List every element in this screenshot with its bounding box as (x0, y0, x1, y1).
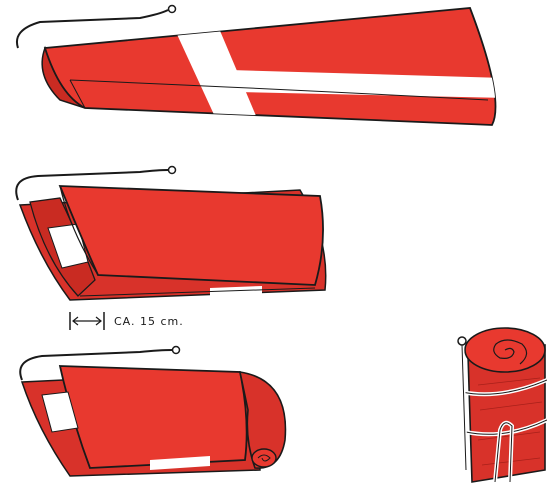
measurement-annotation: CA. 15 cm. (70, 312, 184, 330)
flag-front-layer (60, 186, 323, 285)
halyard-hook-icon (458, 337, 466, 345)
halyard-hook-icon (173, 347, 180, 354)
step-1-folded-flag (17, 6, 505, 133)
flag-red-field (45, 8, 496, 125)
flag-front-layer (60, 366, 247, 468)
step-3-rolling-flag (20, 347, 285, 477)
step-2-folded-flag (16, 167, 325, 301)
step-4-rolled-flag (458, 328, 547, 482)
halyard-hook-icon (169, 167, 176, 174)
measurement-label: CA. 15 cm. (114, 315, 184, 328)
halyard-hook-icon (169, 6, 176, 13)
